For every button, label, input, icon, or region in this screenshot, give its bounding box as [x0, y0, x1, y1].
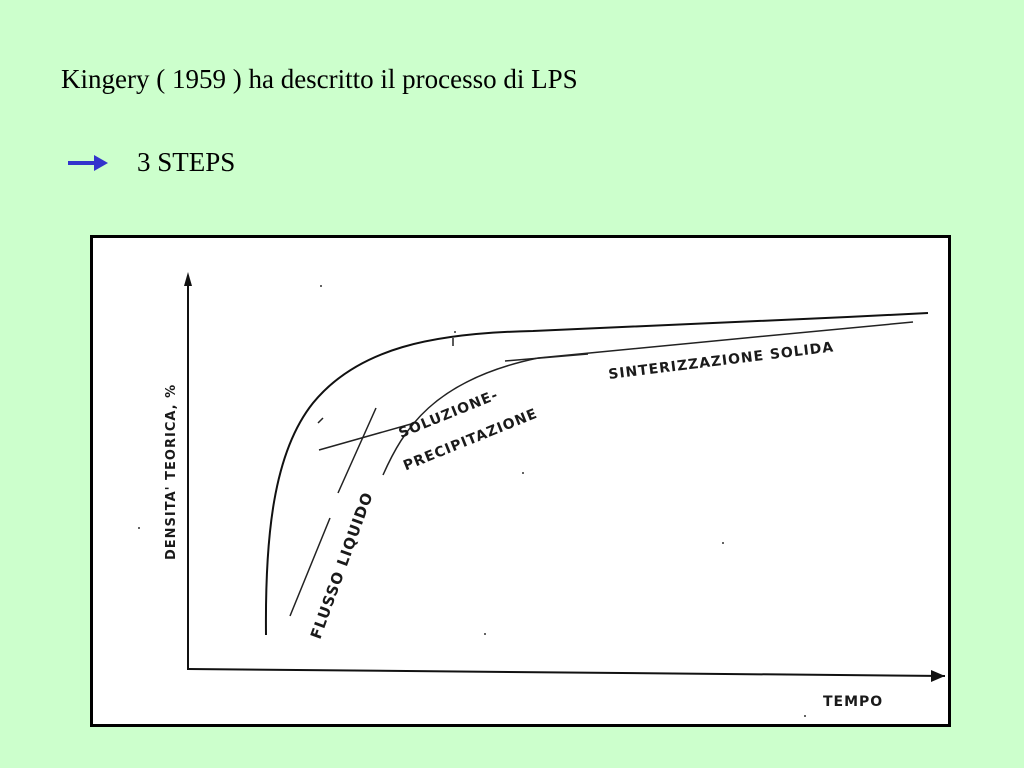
scan-speck — [722, 542, 724, 544]
scan-speck — [320, 285, 322, 287]
lps-density-diagram: DENSITA' TEORICA, % TEMPO FLUSSO LIQUIDO… — [90, 235, 951, 727]
bullet-item: 3 STEPS — [66, 147, 235, 178]
curve-tick — [317, 417, 324, 424]
x-axis — [187, 668, 946, 677]
tangent-line-liquid-flow — [289, 517, 331, 617]
scan-speck — [138, 527, 140, 529]
stage-label-solution-precipitation: SOLUZIONE- PRECIPITAZIONE — [389, 376, 540, 474]
scan-speck — [484, 633, 486, 635]
tangent-line-solution-precipitation — [318, 423, 412, 451]
y-axis-arrowhead — [184, 272, 192, 286]
stage-label-liquid-flow: FLUSSO LIQUIDO — [307, 489, 377, 641]
density-curve — [264, 312, 929, 636]
x-axis-label: TEMPO — [823, 694, 883, 710]
tangent-line-solid-sintering — [504, 353, 589, 362]
scan-speck — [522, 472, 524, 474]
x-axis-arrowhead — [931, 670, 945, 682]
diagram-canvas: DENSITA' TEORICA, % TEMPO FLUSSO LIQUIDO… — [138, 272, 946, 717]
tangent-line-liquid-flow-upper — [337, 407, 377, 494]
y-axis-label: DENSITA' TEORICA, % — [164, 384, 179, 560]
scan-speck — [804, 715, 806, 717]
right-arrow-icon — [68, 154, 108, 171]
bullet-text: 3 STEPS — [137, 147, 236, 177]
stage-label-solid-sintering: SINTERIZZAZIONE SOLIDA — [608, 339, 836, 383]
slide-title: Kingery ( 1959 ) ha descritto il process… — [61, 64, 578, 94]
scan-speck — [454, 331, 456, 333]
